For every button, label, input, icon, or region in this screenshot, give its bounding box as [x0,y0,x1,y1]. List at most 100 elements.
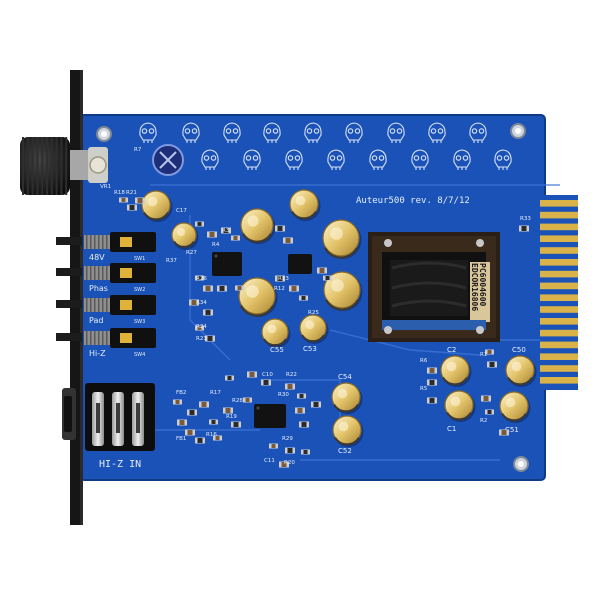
smd-part [323,275,332,281]
ref-label: R13 [278,276,289,282]
skull-logo-row [139,122,512,170]
smd-part [275,275,285,282]
ref-label: R26 [196,276,207,282]
smd-part [427,367,437,374]
ic-chip [254,404,286,428]
electrolytic-capacitor [141,190,173,222]
skull-icon [327,149,345,170]
transformer-model: PC6004600 [478,263,487,307]
electrolytic-capacitor [171,222,199,250]
smd-part [185,429,195,436]
smd-part [213,435,222,441]
electrolytic-capacitor [261,318,291,348]
edge-finger [540,270,578,278]
ref-label: FB1 [176,436,186,442]
skull-icon [369,149,387,170]
ref-label: R6 [420,358,428,364]
skull-icon [243,149,261,170]
smd-part [275,225,285,232]
smd-part [199,401,209,408]
electrolytic-capacitor [322,219,362,259]
electrolytic-capacitor: C2 [440,346,472,387]
smd-part [127,204,137,211]
ref-label: C11 [264,458,275,464]
skull-icon [201,149,219,170]
silk-label: C53 [303,345,317,353]
skull-icon [263,122,281,143]
ref-label: VR1 [100,184,111,190]
ref-label: R1 [480,352,487,358]
edge-connector [538,195,578,390]
edge-finger [540,377,578,384]
ref-label: R29 [282,436,293,442]
ref-label: R5 [420,386,428,392]
skull-icon [411,149,429,170]
skull-icon [304,122,322,143]
smd-part [195,325,204,331]
ref-label: R37 [166,258,177,264]
ref-label: R19 [226,414,237,420]
smd-part [235,285,244,291]
smd-part [135,197,145,204]
smd-part [297,393,306,399]
edge-finger [540,306,578,313]
ref-label: R12 [274,286,285,292]
electrolytic-capacitor [289,189,321,221]
hi-z-in-label: HI-Z IN [99,459,141,470]
skull-icon [453,149,471,170]
toggle-switch: 48V SW1 [56,232,156,262]
edge-finger [540,353,578,360]
ic-chip [288,254,312,274]
smd-part [243,397,252,403]
ref-label: R2 [480,418,487,424]
switch-ref: SW1 [134,256,145,262]
electrolytic-capacitor [299,314,329,344]
smd-part [317,267,327,274]
smd-part [187,409,197,416]
revision-label: Auteur500 rev. 8/7/12 [356,196,470,206]
switch-label: Hi-Z [89,349,106,358]
switch-ref: SW3 [134,319,145,325]
ref-label: FB2 [176,390,186,396]
edge-finger [540,200,578,207]
ic-chip [212,252,242,276]
edge-finger [540,235,578,242]
edge-finger [540,259,578,266]
mounting-hole [513,456,529,472]
skull-icon [494,149,512,170]
edge-finger [540,294,578,301]
ref-label: R4 [212,242,220,248]
edge-finger [540,318,578,325]
edge-finger [540,247,578,254]
skull-icon [387,122,405,143]
smd-part [195,221,204,227]
ref-label: R7 [134,147,142,153]
smd-part [207,231,217,238]
smd-part [231,235,240,241]
skull-icon [139,122,157,143]
skull-icon [285,149,303,170]
smd-part [189,299,199,306]
smd-part [283,237,293,244]
capacitor-label: C54 [338,373,352,381]
smd-part [203,285,213,292]
ref-label: R18 [114,190,125,196]
electrolytic-capacitor [332,415,364,447]
smd-part [269,443,278,449]
ref-label: R34 [196,300,207,306]
mounting-hole [510,123,526,139]
silk-label: C51 [505,426,519,434]
smd-part [289,285,299,292]
ref-label: C10 [262,372,273,378]
switch-label: 48V [89,253,105,262]
smd-part [247,371,257,378]
ref-label: R27 [186,250,197,256]
smd-part [285,383,295,390]
smd-part [221,227,231,234]
electrolytic-capacitor [499,391,531,423]
electrolytic-capacitor: C50 [505,346,537,387]
smd-part [301,449,310,455]
